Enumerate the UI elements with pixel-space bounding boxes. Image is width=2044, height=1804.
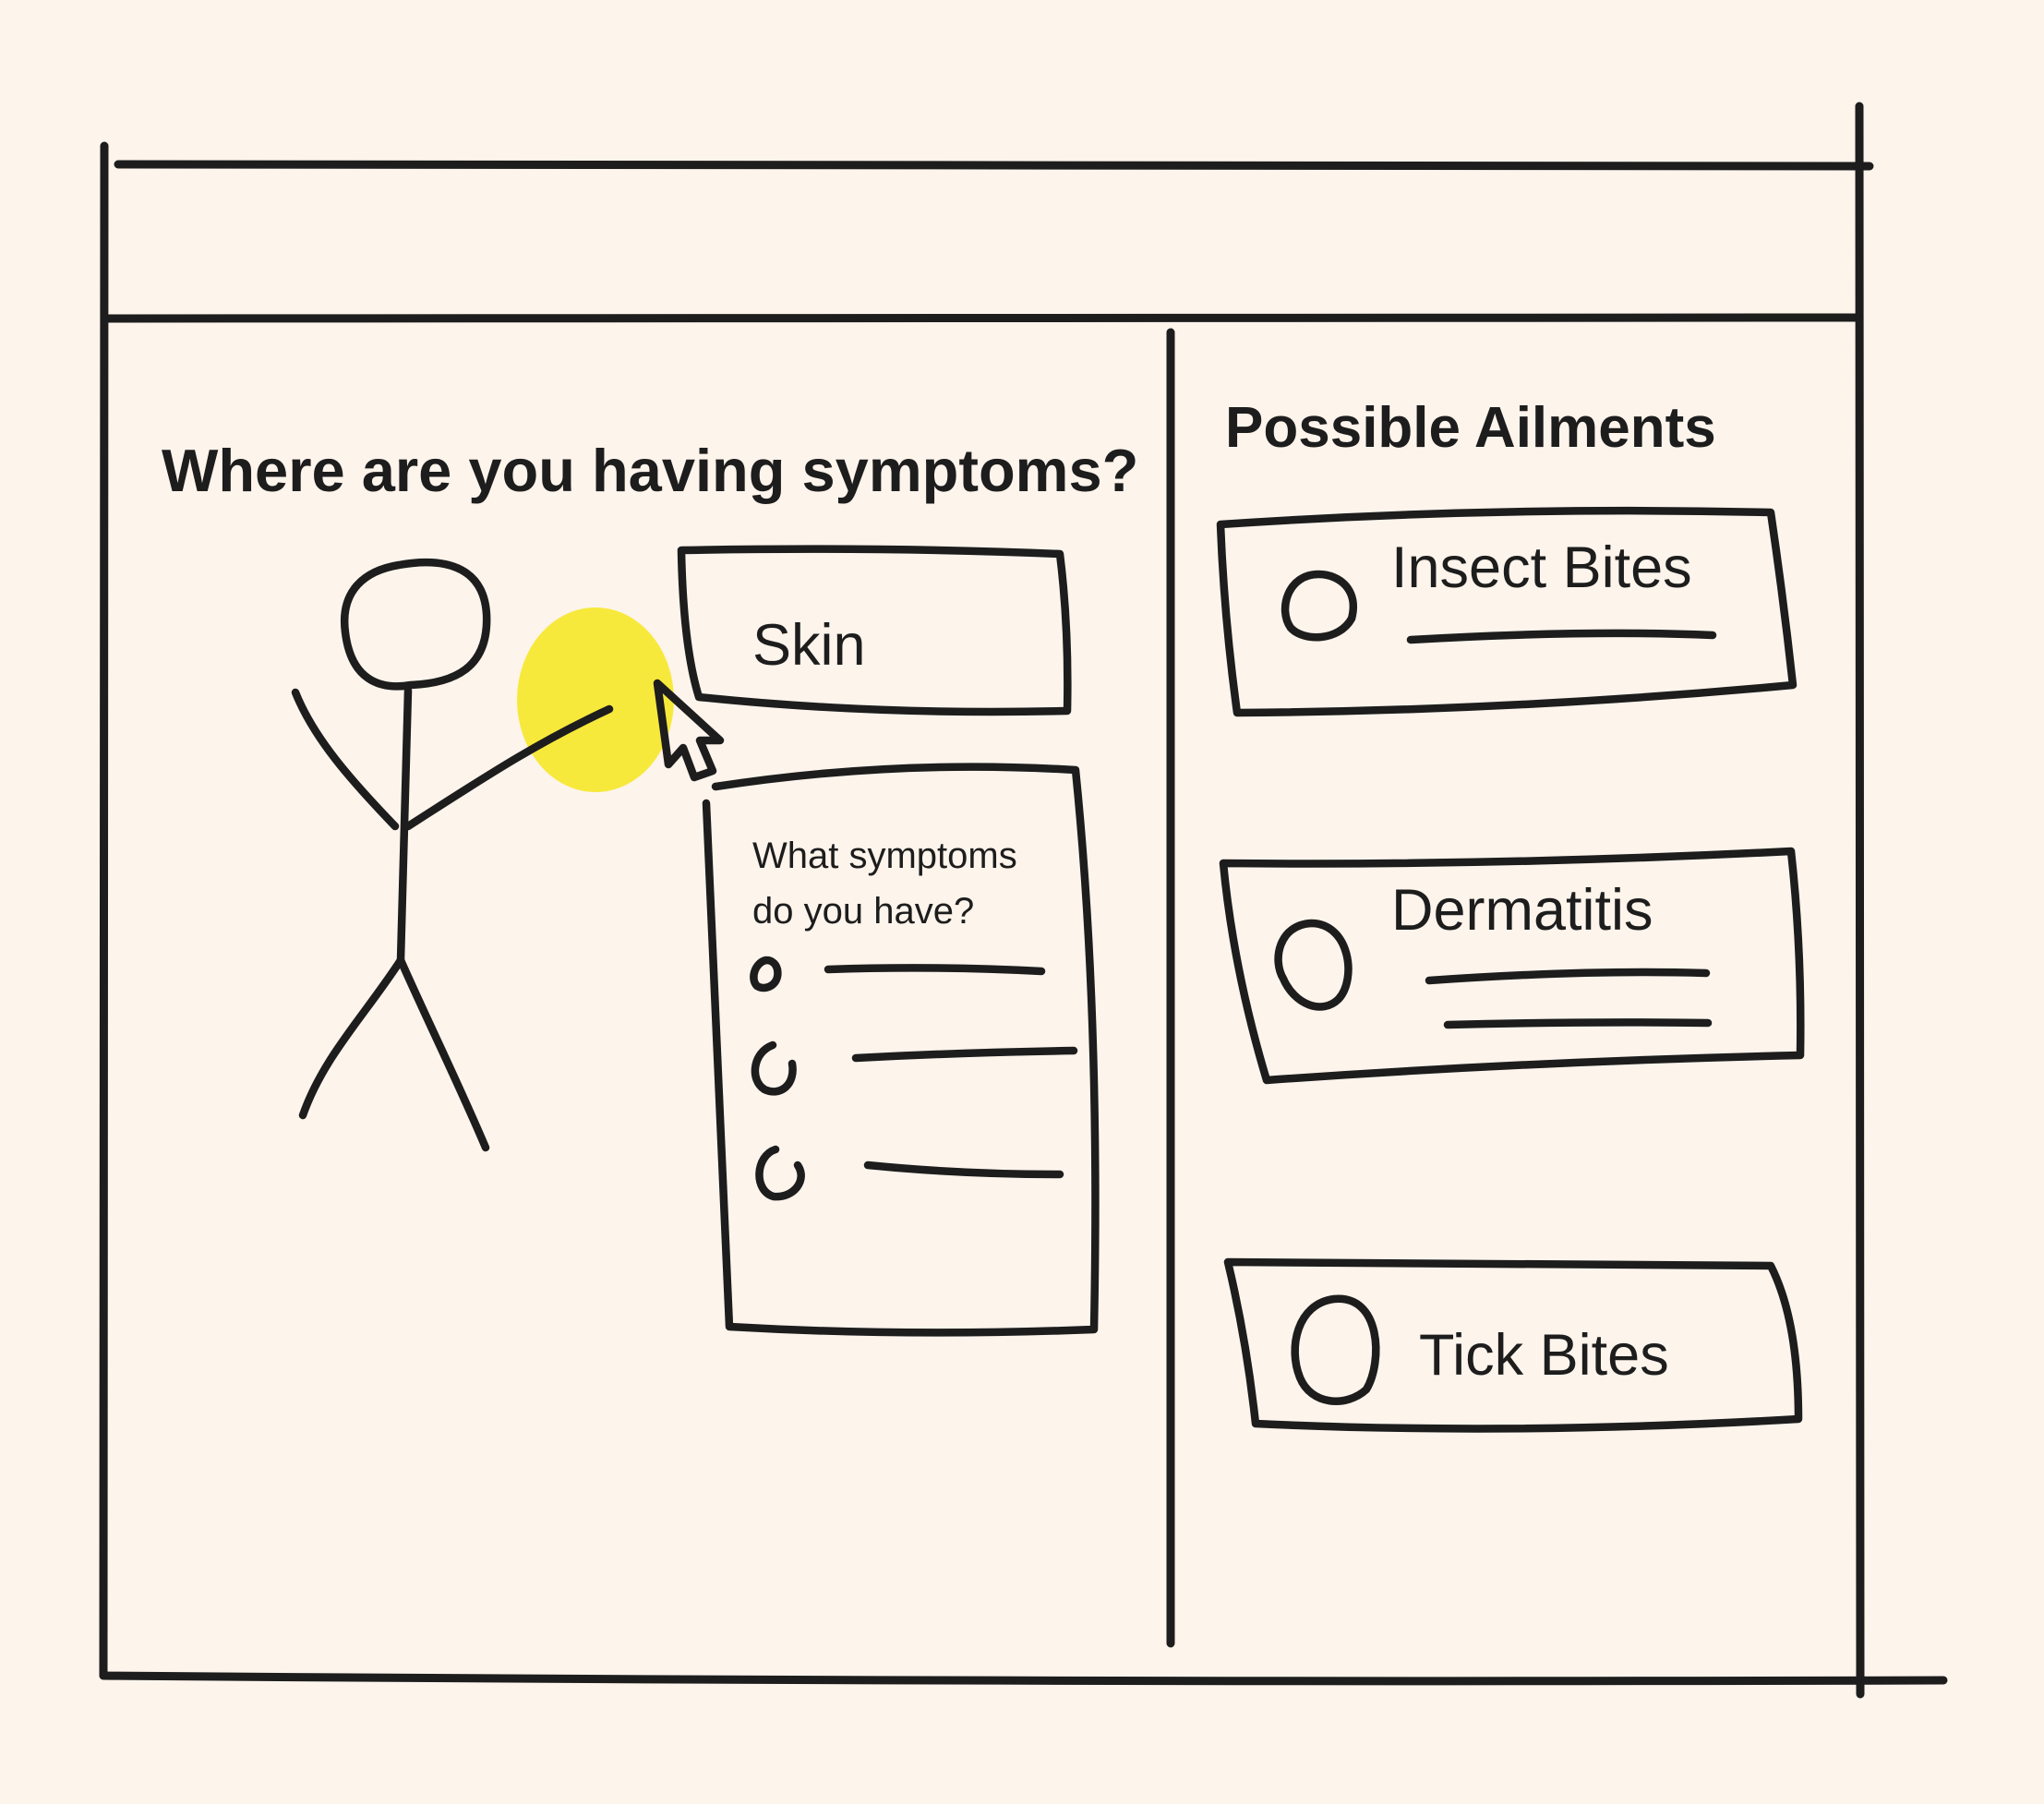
hand-drawn-circle-icon [750, 956, 782, 992]
symptoms-card [702, 763, 1100, 1337]
symptoms-prompt: What symptoms do you have? [752, 836, 1017, 932]
window-frame [98, 102, 1948, 1699]
ailment-card-border [1223, 1257, 1803, 1433]
question-heading: Where are you having symptoms? [162, 437, 1139, 504]
figure-right-arm [403, 704, 614, 831]
ailment-label-insect-bites: Insect Bites [1391, 535, 1692, 600]
figure-head [340, 558, 491, 691]
hand-drawn-circle-icon [1281, 570, 1357, 642]
symptom-placeholder-line [851, 1046, 1078, 1063]
ailment-placeholder-line [1443, 1018, 1713, 1029]
ailments-heading: Possible Ailments [1225, 396, 1716, 460]
region-card-skin[interactable] [677, 545, 1072, 716]
highlight-marker [517, 607, 674, 792]
symptom-option-2[interactable] [751, 1040, 1078, 1096]
hand-drawn-circle-icon [1274, 919, 1353, 1011]
symptom-option-1[interactable] [750, 956, 1046, 992]
symptom-placeholder-line [863, 1161, 1064, 1179]
figure-right-leg [396, 956, 490, 1152]
symptoms-card-border [702, 763, 1100, 1337]
body-figure[interactable] [291, 558, 674, 1152]
figure-left-arm [291, 688, 400, 831]
figure-left-leg [298, 956, 405, 1120]
symptom-placeholder-line [824, 964, 1046, 976]
ailment-card-dermatitis[interactable] [1219, 847, 1805, 1085]
ailment-label-dermatitis: Dermatitis [1391, 878, 1653, 943]
symptom-option-3[interactable] [755, 1145, 1064, 1201]
hand-drawn-circle-icon [751, 1040, 797, 1096]
ailment-label-tick-bites: Tick Bites [1419, 1323, 1669, 1388]
ailment-card-insect-bites[interactable] [1216, 506, 1798, 717]
ailment-card-border [1219, 847, 1805, 1085]
hand-drawn-circle-icon [755, 1145, 805, 1201]
ailment-card-tick-bites[interactable] [1223, 1257, 1803, 1433]
ailment-card-border [1216, 506, 1798, 717]
ailment-placeholder-line [1425, 968, 1711, 985]
ailment-placeholder-line [1406, 629, 1717, 644]
hand-drawn-circle-icon [1291, 1294, 1380, 1405]
mouse-pointer-icon [653, 679, 725, 782]
region-label-skin: Skin [752, 613, 866, 678]
